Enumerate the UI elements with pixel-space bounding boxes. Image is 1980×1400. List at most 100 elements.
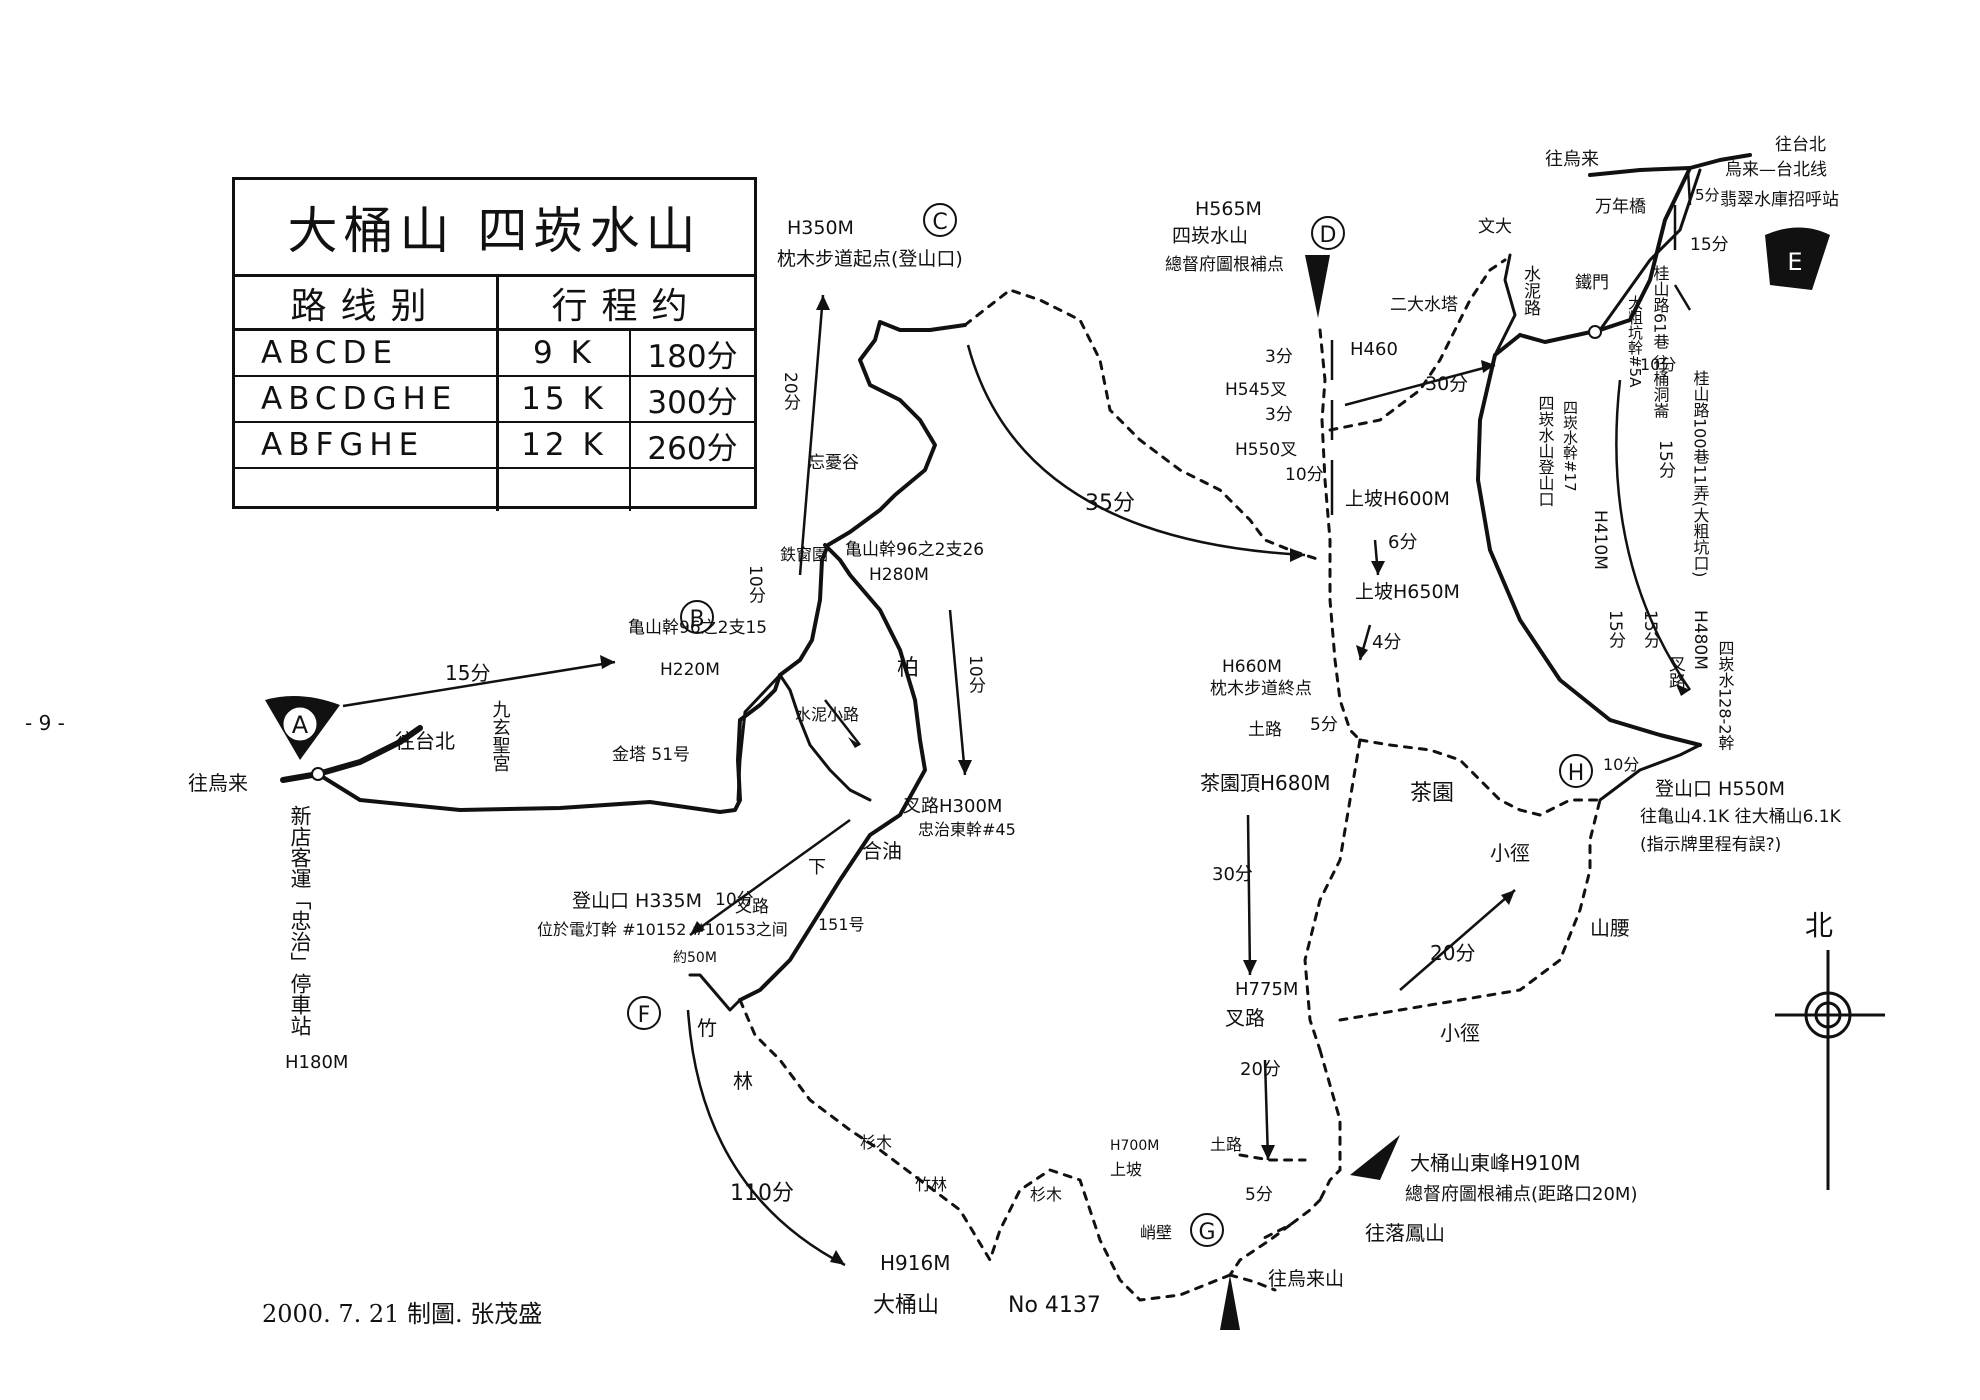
label-t-5a: 5分 xyxy=(1310,715,1338,735)
route-cell: ABFGHE xyxy=(235,423,499,467)
point-d-marker: D xyxy=(1305,216,1345,318)
label-bai: 柏 xyxy=(897,656,919,681)
label-tower-5a: 大粗坑幹#5A xyxy=(1626,295,1644,388)
label-t-5c: 5分 xyxy=(1695,186,1720,204)
label-h775: H775M xyxy=(1235,979,1298,1000)
label-shangpo: 上坡 xyxy=(1110,1160,1142,1179)
point-h-marker: H xyxy=(1559,754,1593,788)
bridge-icon xyxy=(311,325,1602,781)
trail-tea-east xyxy=(1358,738,1602,817)
label-xindian-bus: 新店客運「忠治」停車站 xyxy=(288,805,312,1036)
point-c-label: C xyxy=(932,210,947,235)
label-t-10c: 10分 xyxy=(1285,465,1324,485)
road-b-branch xyxy=(736,673,782,802)
label-tower-b-elev: H220M xyxy=(660,660,720,680)
route-cell-empty xyxy=(235,469,499,511)
label-d-note: 總督府圖根補点 xyxy=(1165,255,1284,275)
label-t-110: 110分 xyxy=(730,1181,794,1206)
label-north: 北 xyxy=(1805,909,1833,942)
label-datong-no: No 4137 xyxy=(1008,1293,1101,1318)
label-up650: 上坡H650M xyxy=(1355,581,1460,603)
time-cell: 300分 xyxy=(647,384,738,421)
label-fork-f: 叉路 xyxy=(735,897,769,917)
label-t-10a: 10分 xyxy=(715,890,754,910)
table-row: ABCDE 9 K 180分 xyxy=(235,331,754,377)
label-tulu: 土路 xyxy=(1248,720,1282,740)
label-t-10e: 10分 xyxy=(1640,355,1676,374)
label-east-peak: 大桶山東峰H910M xyxy=(1410,1151,1580,1175)
label-tower-17: 四崁水幹#17 xyxy=(1561,400,1579,492)
arrow-cement xyxy=(824,699,861,746)
label-t-15a: 15分 xyxy=(445,661,490,685)
point-b-label: B xyxy=(689,607,704,632)
label-author: 2000. 7. 21 制圖. 张茂盛 xyxy=(262,1300,542,1328)
label-gui-road2: 桂山路100巷11弄(大粗坑口) xyxy=(1691,370,1710,577)
label-tea-garden: 茶園 xyxy=(1410,781,1454,806)
label-h460: H460 xyxy=(1350,339,1398,360)
label-c-time: 35分 xyxy=(1085,491,1135,516)
trail-lateral xyxy=(1338,798,1602,1022)
label-t-30a: 30分 xyxy=(1425,373,1468,395)
label-h410: H410M xyxy=(1590,510,1610,570)
label-tieguan: 鉄窗園 xyxy=(780,545,828,564)
label-to-luofeng: 往落鳳山 xyxy=(1365,1221,1445,1245)
route-cell: ABCDGHE xyxy=(235,377,499,421)
arrow-20b xyxy=(1399,889,1516,991)
label-xiaojing: 小徑 xyxy=(1490,841,1530,865)
label-shanyao: 山腰 xyxy=(1590,916,1630,940)
label-t-10f: 10分 xyxy=(965,655,986,694)
label-t-20a: 20分 xyxy=(1240,1059,1281,1080)
road-h-link xyxy=(1598,743,1702,802)
road-d-east xyxy=(1476,333,1702,747)
point-g-marker: G xyxy=(1190,1213,1240,1330)
label-tea-top: 茶園頂H680M xyxy=(1200,771,1330,795)
label-wulai-line: 烏来—台北线 xyxy=(1725,160,1827,180)
time-cell: 260分 xyxy=(647,430,738,467)
map-title: 大桶山 四崁水山 xyxy=(235,180,754,277)
trail-tea xyxy=(1303,738,1362,1052)
point-b-marker: B xyxy=(680,600,714,634)
label-zhou-arrow: 鐵門 xyxy=(1575,273,1609,293)
distance-cell-empty xyxy=(499,469,631,511)
label-d-name: 四崁水山 xyxy=(1172,225,1248,247)
table-row: ABFGHE 12 K 260分 xyxy=(235,423,754,469)
label-to-wulai-e: 往烏来 xyxy=(1545,149,1599,170)
label-pilot-end: 枕木步道終点 xyxy=(1210,679,1312,699)
road-to-f xyxy=(688,973,742,1012)
header-route: 路线别 xyxy=(235,277,499,328)
route-table: 大桶山 四崁水山 路线别 行程约 ABCDE 9 K 180分 ABCDGHE … xyxy=(232,177,757,511)
arrow-20a xyxy=(1263,1059,1270,1161)
label-heyou: 合油 xyxy=(862,839,902,863)
trail-south xyxy=(1318,1048,1342,1202)
label-wenda: 文大 xyxy=(1478,217,1512,237)
label-h-dist: 往亀山4.1K 往大桶山6.1K xyxy=(1640,807,1842,827)
label-fork-300: 叉路H300M xyxy=(903,796,1002,817)
label-h550: H550叉 xyxy=(1235,440,1297,460)
label-shuini-road: 水泥路 xyxy=(1520,265,1541,316)
label-datong-elev: H916M xyxy=(880,1251,950,1275)
label-zhulin: 竹林 xyxy=(915,1175,947,1194)
label-fork-775: 叉路 xyxy=(1225,1006,1265,1030)
label-h-trail-main: 登山口 H550M xyxy=(1655,778,1785,800)
label-up600: 上坡H600M xyxy=(1345,488,1450,510)
road-a-to-b xyxy=(316,673,782,814)
arrow-b-c xyxy=(798,294,825,576)
road-east-b xyxy=(738,543,927,1002)
road-e-south xyxy=(1518,166,1692,344)
label-t-20c: 20分 xyxy=(780,372,801,411)
trail-c-ridge xyxy=(963,288,1322,562)
label-t-15b: 15分 xyxy=(1640,610,1661,649)
label-feicui: 翡翠水庫招呼站 xyxy=(1720,190,1839,210)
label-tower-480: 四崁水128-2幹 xyxy=(1716,640,1735,751)
point-g-label: G xyxy=(1198,1220,1215,1245)
point-h-label: H xyxy=(1568,761,1585,786)
label-h545: H545叉 xyxy=(1225,380,1287,400)
label-tower-n-elev: H280M xyxy=(869,565,929,585)
road-a-to-taipei xyxy=(280,725,423,783)
label-h700: H700M xyxy=(1110,1138,1159,1154)
trail-d-main xyxy=(1318,328,1362,742)
label-t-5b: 5分 xyxy=(1245,1185,1273,1205)
label-d-elev: H565M xyxy=(1195,198,1262,220)
